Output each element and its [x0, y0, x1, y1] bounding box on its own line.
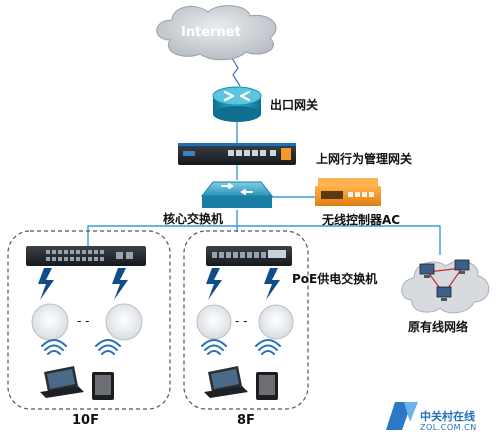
ap-icon [196, 304, 232, 340]
wireless-controller-device [315, 178, 381, 206]
switch-arrows-icon [221, 183, 253, 195]
watermark-domain: ZOL.COM.CN [420, 423, 477, 432]
ap-separator-right: - - [235, 314, 248, 328]
egress-gateway-router [212, 86, 262, 122]
pc-icon [419, 263, 435, 278]
ap-icon [258, 304, 294, 340]
wifi-icon [201, 339, 227, 355]
ap-icon [31, 303, 69, 341]
ap-separator-left: - - [77, 314, 90, 328]
wireless-controller-label: 无线控制器AC [322, 213, 401, 227]
behavior-gateway-label: 上网行为管理网关 [316, 152, 413, 166]
wifi-icon [41, 339, 67, 355]
internet-cloud [156, 5, 277, 61]
poe-switch-10f [26, 246, 146, 266]
internet-link [231, 57, 241, 87]
poe-switch-8f [206, 246, 292, 266]
core-to-10f-link [87, 225, 237, 247]
pc-icon [436, 286, 452, 301]
floor-8f-label: 8F [237, 413, 255, 428]
wifi-icon [255, 339, 281, 355]
router-arrows-icon [223, 90, 251, 102]
poe-link-bolts [38, 268, 280, 300]
legacy-network-label: 原有线网络 [408, 320, 469, 334]
tablet-icon [256, 372, 278, 400]
wifi-icon [95, 339, 121, 355]
egress-gateway-label: 出口网关 [270, 98, 319, 112]
floor-10f-group [7, 230, 171, 410]
client-devices [40, 366, 278, 400]
poe-switch-label: PoE供电交换机 [292, 272, 378, 286]
core-switch-label: 核心交换机 [163, 212, 224, 226]
internet-label: Internet [181, 25, 241, 40]
floor-10f-label: 10F [72, 413, 99, 428]
wifi-signals [41, 339, 281, 355]
core-switch-device [200, 181, 274, 208]
bolt-icon [38, 268, 54, 300]
ap-icon [105, 303, 143, 341]
floor-8f-group [183, 230, 309, 410]
zol-watermark-logo [386, 402, 418, 430]
watermark-name: 中关村在线 [420, 410, 475, 423]
tablet-icon [92, 372, 114, 400]
laptop-icon [204, 366, 248, 398]
legacy-network-cloud [401, 259, 490, 314]
bolt-icon [206, 268, 222, 300]
access-points [31, 303, 294, 341]
core-to-legacy-link [237, 225, 441, 255]
behavior-gateway-device [178, 143, 296, 165]
bolt-icon [112, 268, 128, 300]
laptop-icon [40, 366, 84, 398]
bolt-icon [264, 268, 280, 300]
pc-icon [454, 259, 470, 274]
